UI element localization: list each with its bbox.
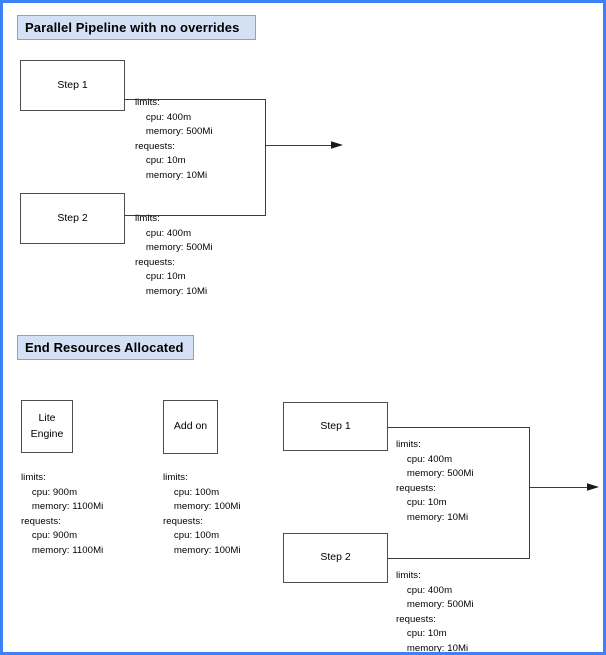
- node-top-step-1: Step 1: [20, 60, 125, 111]
- spec-add-on: limits: cpu: 100m memory: 100Mi requests…: [163, 472, 241, 556]
- node-lite-engine: Lite Engine: [21, 400, 73, 453]
- connector-top-step2-horizontal: [125, 215, 266, 216]
- node-add-on: Add on: [163, 400, 218, 454]
- connector-bottom-step2-horizontal: [388, 558, 530, 559]
- node-bottom-step-1: Step 1: [283, 402, 388, 451]
- spec-lite-engine: limits: cpu: 900m memory: 1100Mi request…: [21, 472, 104, 556]
- connector-bottom-vertical-junction: [529, 427, 530, 558]
- connector-bottom-merge-line: [529, 487, 591, 488]
- section-banner-parallel-pipeline: Parallel Pipeline with no overrides: [17, 15, 256, 40]
- arrow-head-bottom-icon: [587, 483, 599, 491]
- node-top-step-2: Step 2: [20, 193, 125, 244]
- spec-top-step-1: limits: cpu: 400m memory: 500Mi requests…: [135, 97, 213, 181]
- spec-top-step-2: limits: cpu: 400m memory: 500Mi requests…: [135, 213, 213, 297]
- section-banner-end-resources: End Resources Allocated: [17, 335, 194, 360]
- node-bottom-step-2: Step 2: [283, 533, 388, 583]
- arrow-head-top-icon: [331, 141, 343, 149]
- connector-bottom-step1-horizontal: [388, 427, 530, 428]
- spec-bottom-step-2: limits: cpu: 400m memory: 500Mi requests…: [396, 570, 474, 654]
- connector-top-vertical-junction: [265, 99, 266, 216]
- connector-top-step1-horizontal: [125, 99, 266, 100]
- connector-top-merge-line: [265, 145, 335, 146]
- spec-bottom-step-1: limits: cpu: 400m memory: 500Mi requests…: [396, 439, 474, 523]
